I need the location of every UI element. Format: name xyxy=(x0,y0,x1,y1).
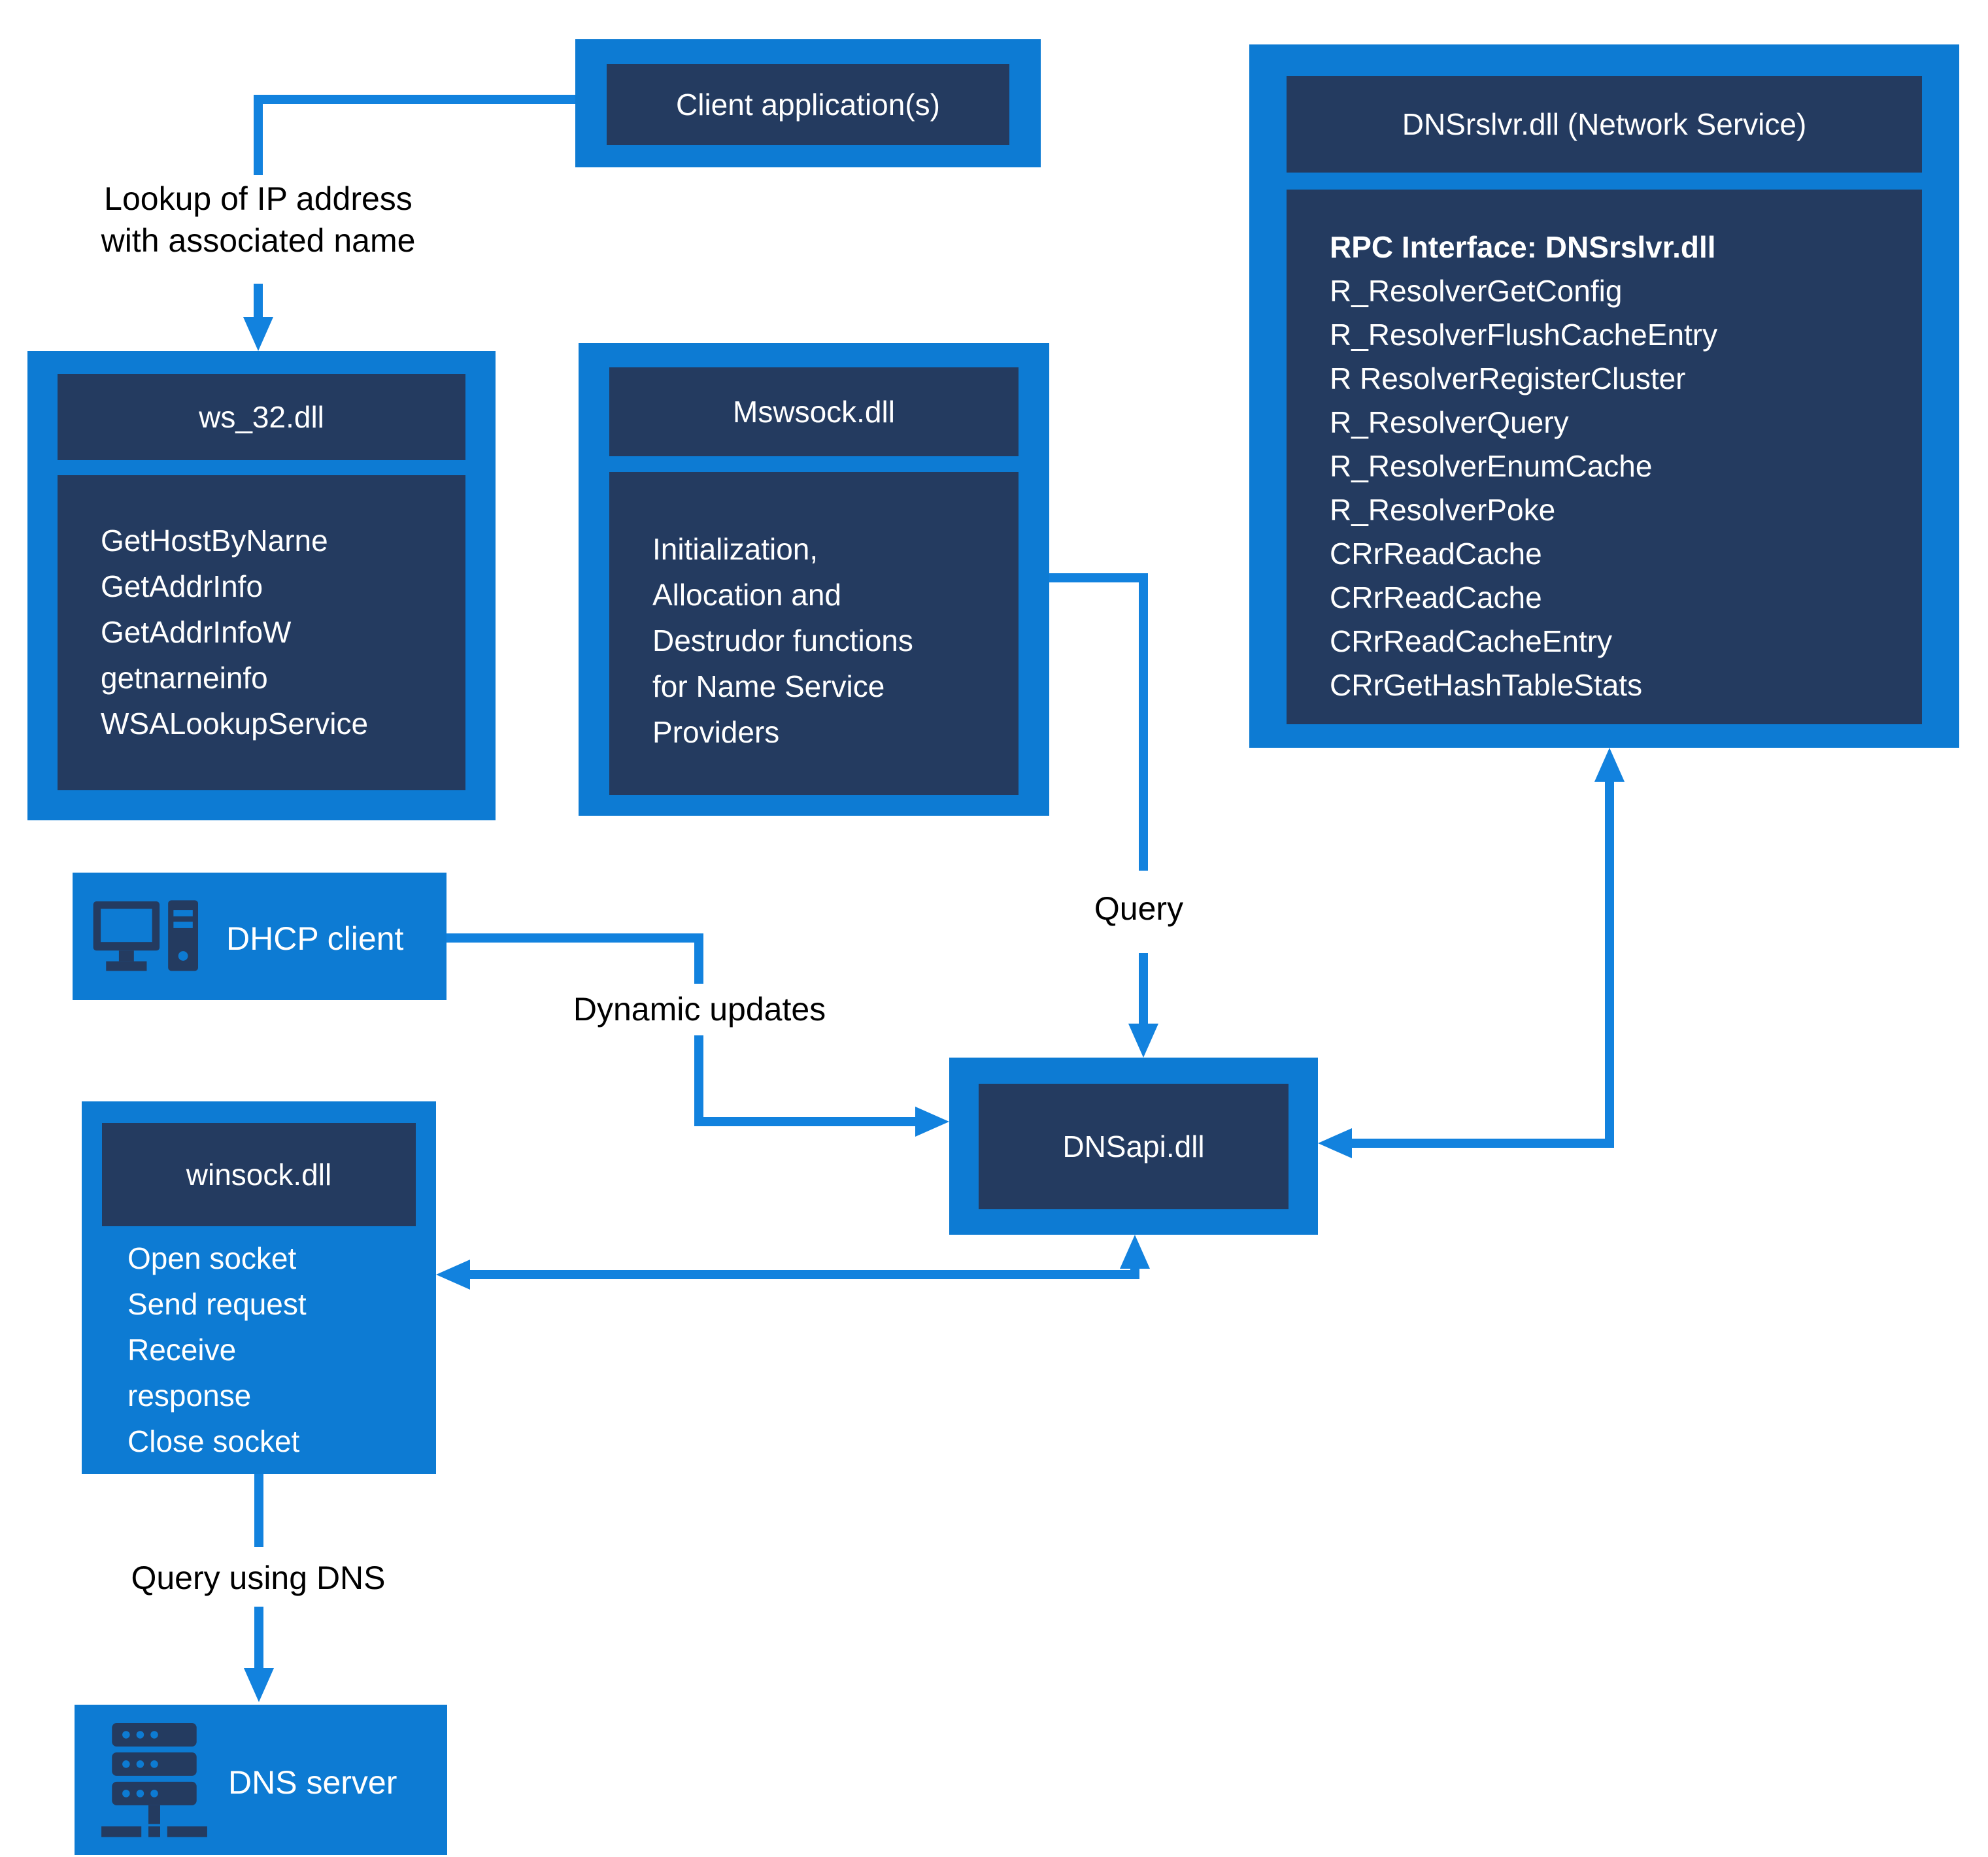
list-line: for Name Service xyxy=(652,669,885,703)
connector-client-to-ws32 xyxy=(258,95,576,104)
node-mswsock-dll: Mswsock.dll Initialization, Allocation an… xyxy=(579,343,1049,816)
connector-mswsock-to-dnsapi xyxy=(1139,573,1148,871)
connector-client-to-ws32 xyxy=(254,95,263,175)
list-line: GetAddrInfo xyxy=(101,569,263,603)
list-line: Receive xyxy=(127,1333,237,1367)
list-line: Close socket xyxy=(127,1424,300,1458)
list-line: Send request xyxy=(127,1287,307,1321)
node-dns-server: DNS server xyxy=(75,1705,447,1855)
list-line: R_ResolverQuery xyxy=(1330,405,1569,439)
connector-dhcp-to-dnsapi xyxy=(694,1035,703,1122)
list-line: CRrReadCacheEntry xyxy=(1330,624,1613,658)
desktop-computer-icon xyxy=(93,900,198,971)
dnsrslvr-body xyxy=(1287,190,1922,724)
node-dnsapi-dll: DNSapi.dll xyxy=(949,1058,1318,1235)
connector-dhcp-to-dnsapi xyxy=(694,933,703,984)
edge-label-query-using-dns: Query using DNS xyxy=(78,1557,438,1599)
ws32-body xyxy=(58,475,465,790)
list-line: Allocation and xyxy=(652,578,841,612)
client-application-title: Client application(s) xyxy=(607,64,1009,145)
server-rack-icon xyxy=(101,1723,207,1837)
list-line: R_ResolverEnumCache xyxy=(1330,449,1653,483)
list-line: response xyxy=(127,1379,252,1413)
list-line: Providers xyxy=(652,715,780,749)
list-line: R_ResolverFlushCacheEntry xyxy=(1330,318,1718,352)
arrowhead-into-dnsapi-top xyxy=(1128,1024,1158,1058)
arrowhead-into-winsock-right xyxy=(436,1260,470,1290)
list-line: R_ResolverPoke xyxy=(1330,493,1556,527)
edge-label-query: Query xyxy=(1041,888,1237,929)
connector-dnsapi-to-dnsrslvr xyxy=(1605,779,1614,1148)
connector-winsock-to-dnsserver xyxy=(254,1474,263,1547)
ws32-title: ws_32.dll xyxy=(58,374,465,460)
mswsock-body xyxy=(609,472,1019,795)
list-line: getnarneinfo xyxy=(101,661,268,695)
list-line: WSALookupService xyxy=(101,707,369,741)
dns-server-label: DNS server xyxy=(228,1764,397,1801)
arrowhead-into-dnsapi-left xyxy=(915,1107,949,1137)
edge-label-dynamic-updates: Dynamic updates xyxy=(556,988,843,1030)
node-dnsrslvr-dll: DNSrslvr.dll (Network Service) RPC Inter… xyxy=(1249,44,1959,748)
connector-mswsock-to-dnsapi xyxy=(1049,573,1148,582)
dhcp-client-label: DHCP client xyxy=(226,920,404,957)
list-line: GetHostByNarne xyxy=(101,524,328,558)
list-line: Initialization, xyxy=(652,532,818,566)
winsock-title: winsock.dll xyxy=(102,1123,416,1226)
dnsrslvr-title: DNSrslvr.dll (Network Service) xyxy=(1287,76,1922,173)
dnsapi-title: DNSapi.dll xyxy=(979,1084,1289,1209)
connector-mswsock-to-dnsapi xyxy=(1139,953,1148,1024)
node-client-application: Client application(s) xyxy=(575,39,1041,167)
arrowhead-into-dnsrslvr-bottom xyxy=(1594,748,1625,782)
connector-dnsapi-to-winsock xyxy=(467,1270,1139,1279)
dnsrslvr-function-list: RPC Interface: DNSrslvr.dll R_ResolverGe… xyxy=(1330,226,1717,707)
list-line: Destrudor functions xyxy=(652,624,913,658)
connector-winsock-to-dnsserver xyxy=(254,1607,263,1668)
list-line: CRrReadCache xyxy=(1330,580,1542,614)
connector-dhcp-to-dnsapi xyxy=(446,933,703,943)
node-dhcp-client: DHCP client xyxy=(73,873,446,1000)
list-line: CRrGetHashTableStats xyxy=(1330,668,1643,702)
list-line: R_ResolverGetConfig xyxy=(1330,274,1623,308)
list-line: R ResolverRegisterCluster xyxy=(1330,361,1686,395)
list-line: Open socket xyxy=(127,1241,297,1275)
dnsrslvr-rpc-heading: RPC Interface: DNSrslvr.dll xyxy=(1330,230,1716,264)
arrowhead-into-dnsapi-right xyxy=(1318,1128,1352,1158)
connector-dhcp-to-dnsapi xyxy=(694,1117,917,1126)
arrowhead-into-dnsserver xyxy=(244,1668,274,1702)
edge-label-lookup: Lookup of IP address with associated nam… xyxy=(85,178,431,261)
list-line: GetAddrInfoW xyxy=(101,615,292,649)
arrowhead-into-ws32 xyxy=(243,317,273,351)
connector-client-to-ws32 xyxy=(254,284,263,317)
arrowhead-into-dnsapi-bottom xyxy=(1120,1235,1150,1269)
list-line: CRrReadCache xyxy=(1330,537,1542,571)
connector-dnsapi-to-dnsrslvr xyxy=(1351,1139,1614,1148)
mswsock-title: Mswsock.dll xyxy=(609,367,1019,456)
